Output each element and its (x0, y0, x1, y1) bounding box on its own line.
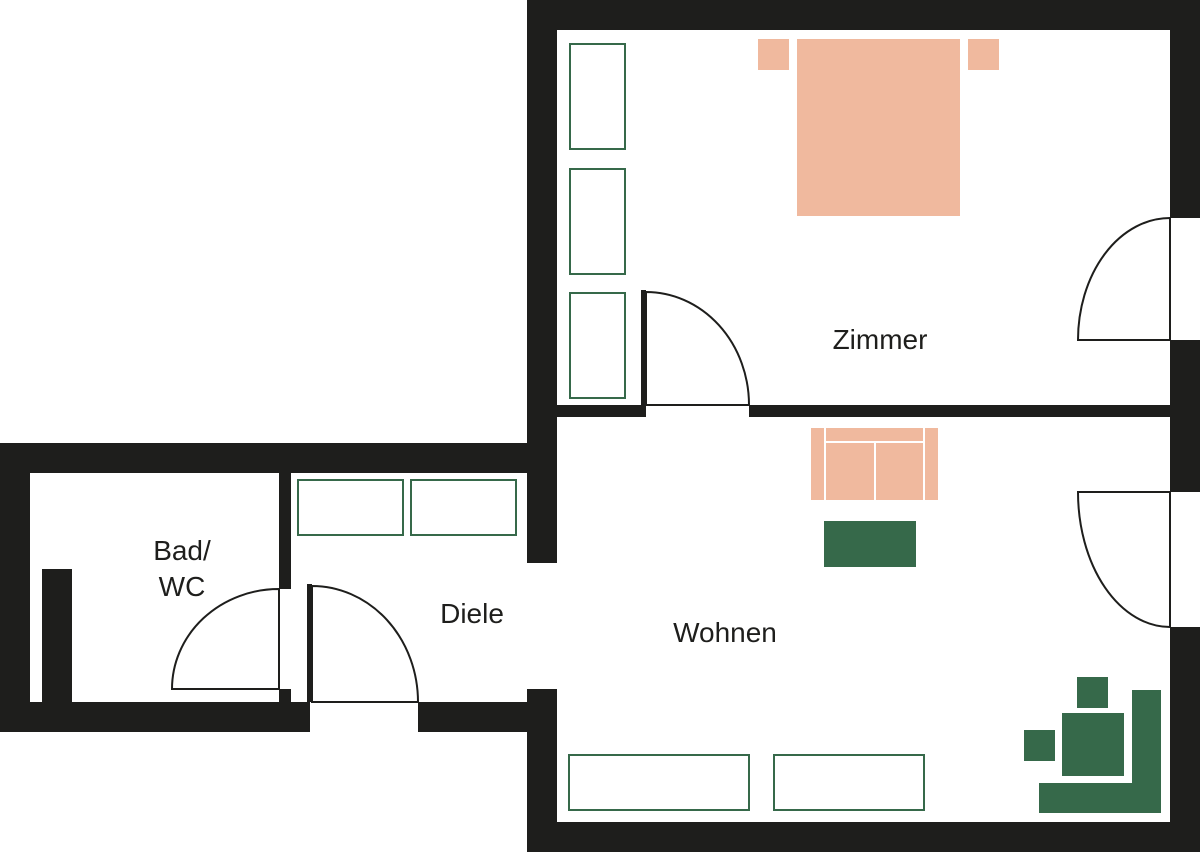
wall-diele-bottom (418, 702, 557, 732)
wall-bad-pillar (42, 569, 72, 702)
wall-right-bottom (1170, 627, 1200, 852)
wardrobe-2 (569, 168, 626, 275)
wall-bad-top (0, 443, 557, 473)
wardrobe-1 (569, 43, 626, 150)
nightstand-left (758, 39, 789, 70)
soft-furniture (758, 39, 999, 502)
wall-bad-partition-bottom (279, 689, 291, 702)
door-zimmer (645, 290, 751, 406)
sofa-arm-left (809, 426, 826, 502)
room-label-wohnen: Wohnen (673, 617, 777, 648)
sideboard-1 (568, 754, 750, 811)
chair-top (1077, 677, 1108, 708)
room-label-zimmer: Zimmer (832, 324, 928, 355)
wall-zimmer-wohnen-right (749, 405, 1170, 417)
room-label-bad-wc: Bad/ WC (153, 535, 211, 602)
wall-zimmer-wohnen-left (557, 405, 646, 417)
door-zimmer-balcony (1076, 216, 1171, 341)
wall-left-upper (527, 0, 557, 410)
wall-bad-partition-top (279, 473, 291, 589)
bed (797, 39, 960, 216)
wall-right-mid (1170, 340, 1200, 492)
wardrobe-3 (569, 292, 626, 399)
wall-bottom (527, 822, 1200, 852)
room-label-diele: Diele (440, 598, 504, 629)
wall-zimmer-stub (641, 290, 646, 417)
chair-left (1024, 730, 1055, 761)
door-bad (170, 587, 280, 690)
sofa-seat-right (874, 441, 925, 502)
sofa-arm-right (923, 426, 940, 502)
hall-cabinet-2 (410, 479, 517, 536)
cabinets (297, 43, 925, 811)
hall-cabinet-1 (297, 479, 404, 536)
wall-top (527, 0, 1200, 30)
door-entrance (311, 584, 420, 703)
dining-table (1062, 713, 1124, 776)
wall-diele-stub (307, 584, 312, 702)
sideboard-2 (773, 754, 925, 811)
sofa-seat-left (824, 441, 876, 502)
doors (170, 216, 1171, 703)
nightstand-right (968, 39, 999, 70)
sofa-back (824, 426, 925, 443)
sofa (809, 426, 940, 502)
corner-bench (1039, 690, 1161, 813)
coffee-table (824, 521, 916, 567)
tables (824, 521, 1161, 813)
wall-bad-left (0, 443, 30, 732)
door-wohnen-balcony (1076, 491, 1171, 629)
wall-left-diele (527, 410, 557, 563)
wall-bad-bottom (0, 702, 310, 732)
wall-right-top (1170, 0, 1200, 218)
